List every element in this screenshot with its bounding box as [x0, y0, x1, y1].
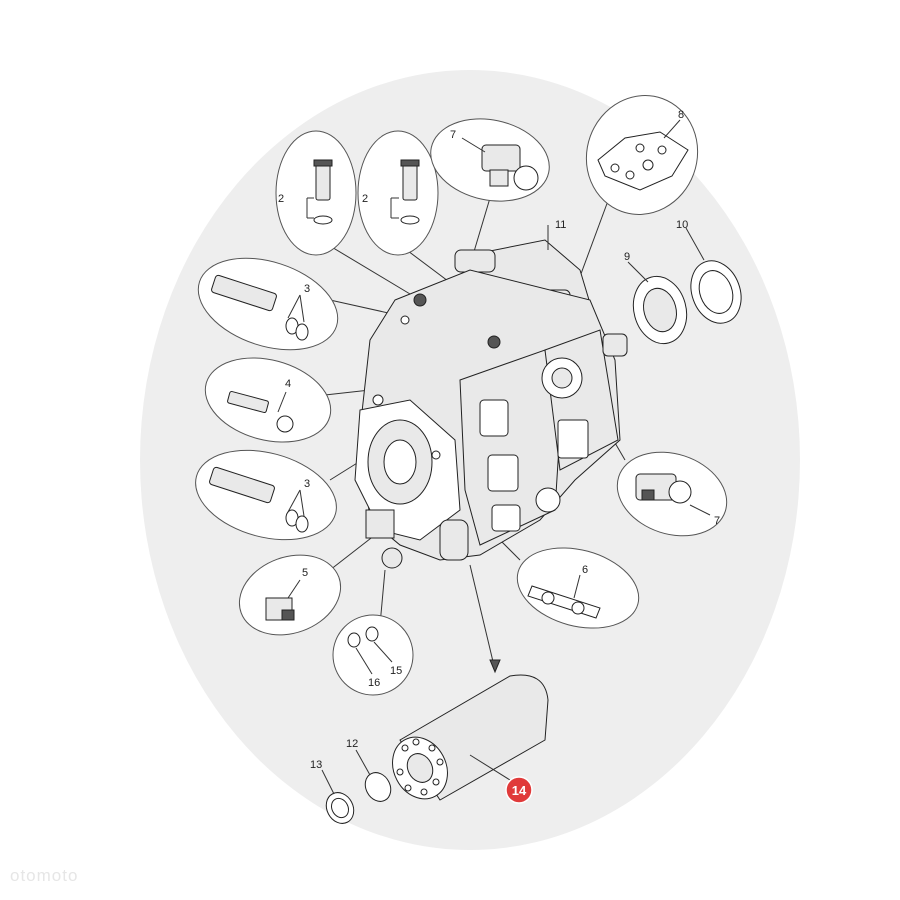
callout-5: 5: [302, 567, 308, 579]
part-relief-valve-a: [211, 274, 309, 341]
highlight-label: 14: [512, 783, 527, 798]
callout-8: 8: [678, 109, 684, 121]
callout-7a: 7: [450, 129, 456, 141]
callout-7b: 7: [714, 515, 720, 527]
part-gasket-plate: [597, 119, 689, 191]
callout-16: 16: [368, 677, 380, 689]
part-valve-cartridge-a: [306, 159, 333, 225]
callout-4: 4: [285, 378, 291, 390]
watermark: otomoto: [10, 866, 79, 885]
callout-15: 15: [390, 665, 402, 677]
callout-2a: 2: [278, 193, 284, 205]
callout-11: 11: [555, 219, 566, 231]
part-sensor: [227, 390, 294, 433]
pump-main-body: [354, 225, 742, 569]
highlight-circle: [505, 776, 533, 804]
callout-12: 12: [346, 738, 358, 750]
part-relief-valve-b: [209, 466, 309, 533]
callout-3b: 3: [304, 478, 310, 490]
part-snap-rings: [347, 626, 393, 675]
callout-9: 9: [624, 251, 630, 263]
part-flange-gasket: [527, 574, 601, 619]
callout-10: 10: [676, 219, 688, 231]
part-valve-cartridge-b: [390, 159, 420, 225]
bubble-4: [204, 357, 332, 443]
part-connector-block: [265, 579, 301, 621]
part-solenoid-a: [461, 137, 539, 191]
callout-3a: 3: [304, 283, 310, 295]
callout-2b: 2: [362, 193, 368, 205]
bubble-2b: [357, 130, 439, 256]
callout-6: 6: [582, 564, 588, 576]
part-solenoid-b: [635, 473, 711, 516]
filter-canister: [321, 674, 549, 824]
highlight-marker-14: 14: [505, 776, 533, 804]
callout-labels: 2 2 7 8 11 10 9 3 4 3 7 5 6 15 16 12 13: [278, 109, 720, 771]
arrowhead: [489, 659, 501, 674]
bubble-6: [516, 547, 640, 629]
callout-13: 13: [310, 759, 322, 771]
